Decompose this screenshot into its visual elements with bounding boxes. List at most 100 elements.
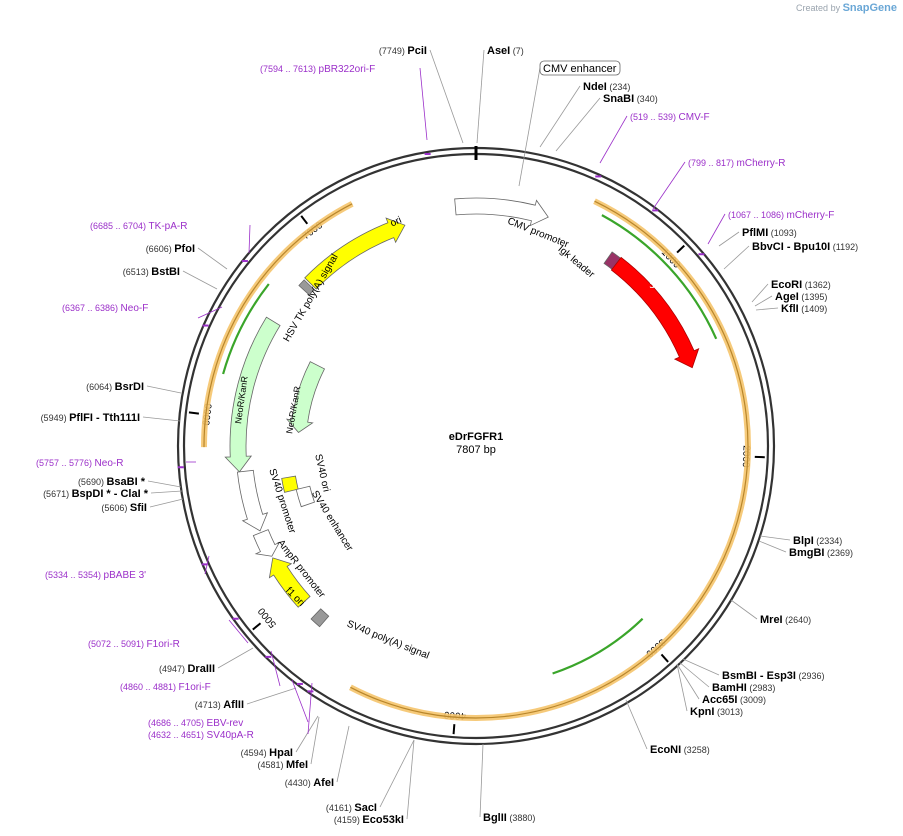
enzyme-name: BglII xyxy=(483,812,507,824)
enzyme-line-bsmbi-esp3i xyxy=(682,658,720,676)
tick-7000 xyxy=(300,215,309,225)
primer-label-f1ori-r: (5072 .. 5091) F1ori-R xyxy=(88,639,180,650)
enzyme-label-pflfi-tth111i: (5949) PflFI - Tth111I xyxy=(41,412,140,424)
enzyme-name: AfeI xyxy=(313,777,334,789)
enzyme-pos: (6606) xyxy=(146,244,175,254)
primer-label-mcherry-f: (1067 .. 1086) mCherry-F xyxy=(728,210,834,221)
enzyme-line-pflmi xyxy=(718,231,740,247)
enzyme-line-asei xyxy=(476,49,485,144)
enzyme-label-kpni: KpnI (3013) xyxy=(690,706,743,718)
feature-label-igk-leader-2: Igk leader xyxy=(556,244,597,281)
feature-label-sv40-poly-a-signal-12: SV40 poly(A) signal xyxy=(345,619,431,662)
enzyme-line-aflii xyxy=(246,687,297,705)
primer-pos: (7594 .. 7613) xyxy=(260,64,319,74)
enzyme-name: EcoRI xyxy=(771,279,802,291)
enzyme-pos: (6064) xyxy=(86,382,115,392)
tick-4000 xyxy=(452,724,456,735)
enzyme-label-asei: AseI (7) xyxy=(487,45,524,57)
enzyme-line-saci xyxy=(379,739,415,808)
primer-pos: (1067 .. 1086) xyxy=(728,210,787,220)
primer-line-ebv-rev xyxy=(291,679,309,723)
enzyme-label-bsabi: (5690) BsaBI * xyxy=(78,476,146,488)
primer-label-neo-f: (6367 .. 6386) Neo-F xyxy=(62,303,148,314)
left-halo-core xyxy=(203,203,353,448)
enzyme-name: PciI xyxy=(407,45,427,57)
enzyme-label-aflii: (4713) AflII xyxy=(195,699,244,711)
enzyme-name: CMV enhancer xyxy=(543,63,617,75)
enzyme-label-saci: (4161) SacI xyxy=(326,802,377,814)
enzyme-line-bstbi xyxy=(182,270,218,290)
enzyme-name: BlpI xyxy=(793,535,814,547)
enzyme-pos: (5690) xyxy=(78,477,107,487)
tick-label-5000: 5000 xyxy=(256,605,279,630)
enzyme-pos: (2334) xyxy=(814,536,843,546)
snapgene-logo: SnapGene xyxy=(842,2,897,14)
enzyme-line-bamhi xyxy=(678,661,710,688)
enzyme-pos: (4947) xyxy=(159,664,188,674)
enzyme-label-bglii: BglII (3880) xyxy=(483,812,535,824)
primer-name: F1ori-F xyxy=(179,682,211,693)
enzyme-label-acc65i: Acc65I (3009) xyxy=(702,694,766,706)
primer-label-cmv-f: (519 .. 539) CMV-F xyxy=(630,112,710,123)
enzyme-line-afei xyxy=(336,725,350,783)
enzyme-line-mrei xyxy=(730,599,758,620)
enzyme-pos: (2936) xyxy=(796,671,825,681)
enzyme-pos: (3258) xyxy=(681,745,710,755)
enzyme-label-bamhi: BamHI (2983) xyxy=(712,682,775,694)
primer-label-ebv-rev: (4686 .. 4705) EBV-rev xyxy=(148,718,243,729)
enzyme-name: PflMI xyxy=(742,227,768,239)
primer-line-mcherry-r xyxy=(652,161,686,210)
primer-name: CMV-F xyxy=(679,112,710,123)
enzyme-name: AflII xyxy=(223,699,244,711)
enzyme-line-ndei xyxy=(539,85,581,148)
feature-cmv-promoter-1 xyxy=(454,197,549,227)
enzyme-pos: (340) xyxy=(634,94,658,104)
enzyme-line-pfoi xyxy=(197,247,228,270)
enzyme-pos: (4159) xyxy=(334,815,363,825)
enzyme-pos: (234) xyxy=(607,82,631,92)
enzyme-pos: (1093) xyxy=(768,228,797,238)
primer-pos: (5072 .. 5091) xyxy=(88,639,147,649)
enzyme-line-sfii xyxy=(149,498,184,508)
enzyme-line-pcii xyxy=(429,49,464,144)
binding-arc-left xyxy=(222,283,270,375)
primer-pos: (5757 .. 5776) xyxy=(36,458,95,468)
enzyme-pos: (1362) xyxy=(802,280,831,290)
primer-name: mCherry-F xyxy=(787,210,835,221)
tick-6000 xyxy=(188,411,200,415)
enzyme-label-bbvci-bpu10i: BbvCI - Bpu10I (1192) xyxy=(752,241,858,253)
feature-ori-0 xyxy=(304,217,406,290)
enzyme-name: KflI xyxy=(781,303,799,315)
enzyme-pos: (1395) xyxy=(799,292,828,302)
enzyme-label-cmv-enhancer: CMV enhancer xyxy=(543,63,617,75)
enzyme-name: SnaBI xyxy=(603,93,634,105)
enzyme-line-bspdi-clai xyxy=(150,490,183,494)
feature-hsv-tk-poly-a-signal-6 xyxy=(298,279,315,296)
bottom-halo-core xyxy=(350,655,649,719)
primer-line-f1ori-f xyxy=(270,650,281,687)
binding-arc-right xyxy=(601,214,718,340)
enzyme-label-kfli: KflI (1409) xyxy=(781,303,827,315)
enzyme-pos: (6513) xyxy=(123,267,152,277)
enzyme-label-hpai: (4594) HpaI xyxy=(241,747,293,759)
primer-pos: (4686 .. 4705) xyxy=(148,718,207,728)
primer-label-pbabe-3: (5334 .. 5354) pBABE 3' xyxy=(45,570,146,581)
primer-pos: (4632 .. 4651) xyxy=(148,730,207,740)
enzyme-name: BbvCI - Bpu10I xyxy=(752,241,830,253)
enzyme-name: BmgBI xyxy=(789,547,824,559)
primer-line-tk-pa-r xyxy=(248,224,251,254)
enzyme-name: PflFI - Tth111I xyxy=(69,412,140,424)
enzyme-line-cmv-enhancer xyxy=(518,67,541,187)
enzyme-name: BsmBI - Esp3I xyxy=(722,670,796,682)
enzyme-name: DraIII xyxy=(187,663,215,675)
primer-pos: (6367 .. 6386) xyxy=(62,303,121,313)
feature-ampr-promoter-10 xyxy=(252,529,281,557)
enzyme-label-bmgbi: BmgBI (2369) xyxy=(789,547,853,559)
primer-pos: (4860 .. 4881) xyxy=(120,682,179,692)
enzyme-label-sfii: (5606) SfiI xyxy=(101,502,147,514)
feature-sv40-ori-7 xyxy=(281,475,299,493)
enzyme-label-bsmbi-esp3i: BsmBI - Esp3I (2936) xyxy=(722,670,825,682)
primer-name: mCherry-R xyxy=(737,158,786,169)
